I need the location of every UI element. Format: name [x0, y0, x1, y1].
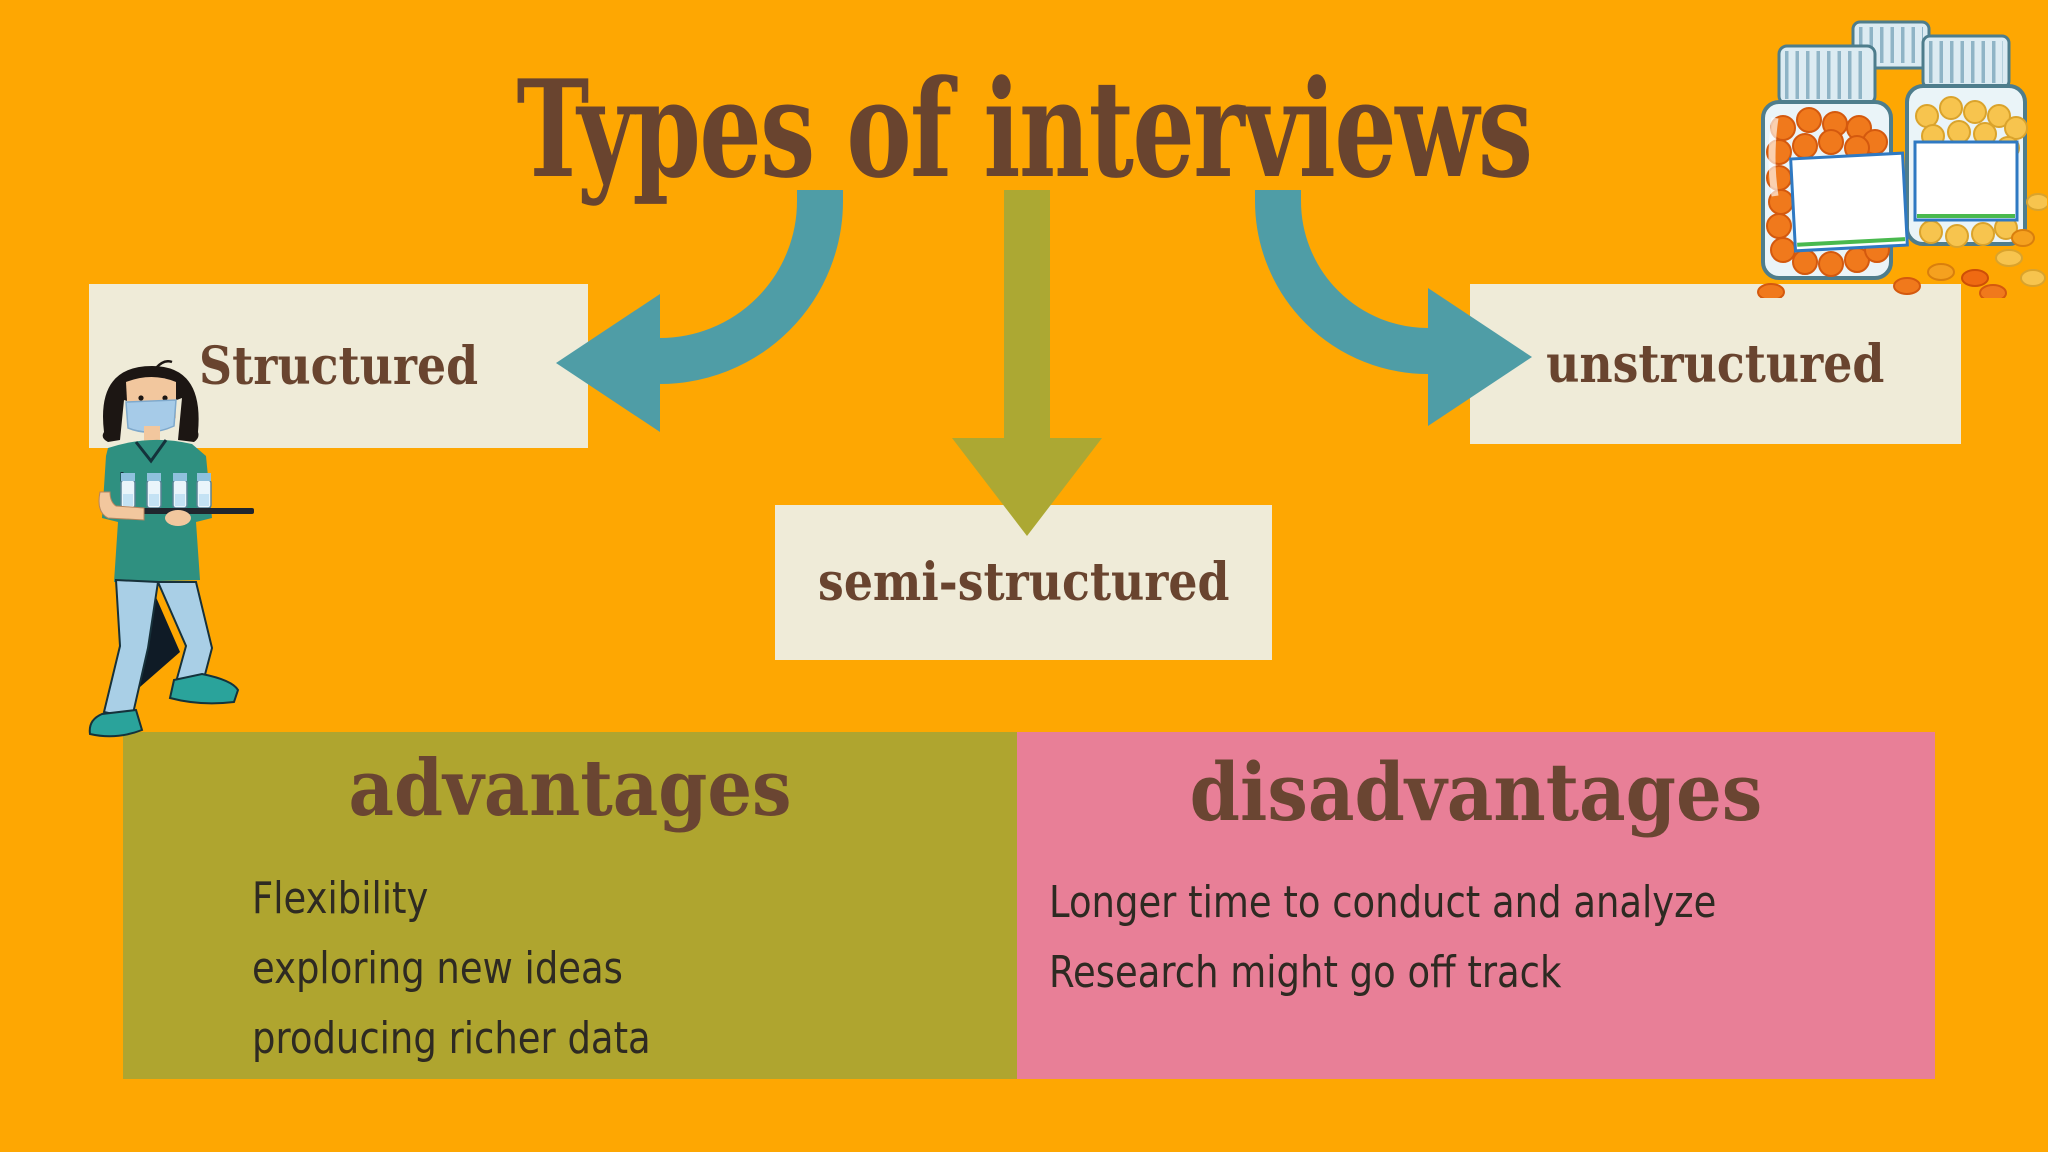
advantages-panel: advantages Flexibility exploring new ide… [123, 732, 1017, 1079]
disadvantage-item-2: Research might go off track [1049, 947, 1562, 998]
advantage-item-1: Flexibility [252, 873, 429, 924]
advantages-items: Flexibility exploring new ideas producin… [252, 864, 895, 1074]
disadvantage-item-1: Longer time to conduct and analyze [1049, 877, 1717, 928]
advantage-item-3: producing richer data [252, 1013, 651, 1064]
arrow-to-structured-icon [556, 190, 843, 432]
disadvantages-heading: disadvantages [1189, 745, 1763, 839]
advantage-item-2: exploring new ideas [252, 943, 623, 994]
disadvantages-items: Longer time to conduct and analyze Resea… [1049, 868, 1793, 1008]
type-label-unstructured: unstructured [1546, 333, 1885, 395]
type-label-structured: Structured [198, 335, 479, 397]
arrow-to-semi-structured-icon [952, 190, 1102, 536]
disadvantages-panel: disadvantages Longer time to conduct and… [1017, 732, 1935, 1079]
nurse-illustration [88, 360, 254, 738]
arrow-to-unstructured-icon [1255, 190, 1532, 426]
type-box-unstructured: unstructured [1470, 284, 1961, 444]
page-title: Types of interviews [516, 50, 1533, 208]
advantages-heading: advantages [348, 743, 792, 834]
type-label-semi-structured: semi-structured [817, 552, 1230, 613]
scattered-pills [1757, 193, 2047, 298]
pill-bottles-illustration [1757, 20, 2047, 298]
